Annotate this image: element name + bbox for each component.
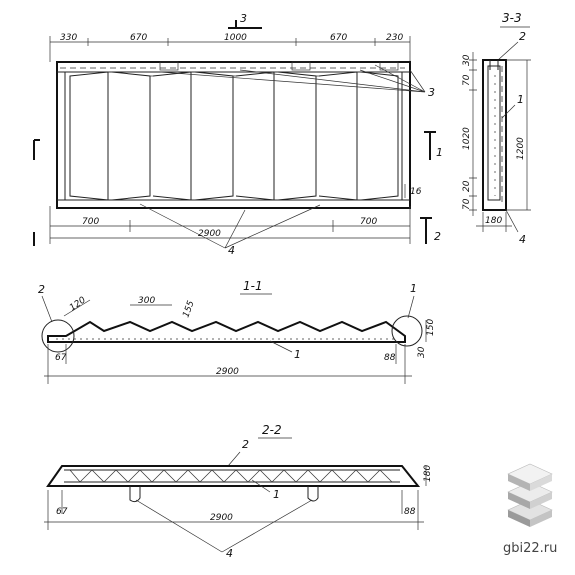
dim-bottom-700-left: 700 [82,217,99,227]
s33-dim-20: 20 [462,180,472,192]
dim-bottom-2900: 2900 [198,229,221,239]
section-3-3-title: 3-3 [502,11,522,25]
s22-dim-67: 67 [56,507,68,517]
s11-dim-88: 88 [384,353,396,363]
section-1-1: 1-1 2 1 1 120 300 155 150 30 67 88 2900 [38,279,436,384]
plan-outline [56,61,411,209]
s11-callout-2: 2 [38,283,45,296]
section-2-2: 2-2 2 1 4 180 67 88 2900 [44,423,433,560]
cube-stack-icon [507,463,553,527]
s22-dim-88: 88 [404,507,416,517]
dim-top-4: 670 [330,33,347,43]
stair-steps [69,71,399,201]
s11-dim-67: 67 [55,353,67,363]
dim-top-2: 670 [130,33,147,43]
s33-dim-30: 30 [462,54,472,66]
s33-dim-1020: 1020 [462,127,472,150]
section-2-2-title: 2-2 [262,423,282,437]
s33-callout-1: 1 [517,93,524,106]
s33-callout-2: 2 [519,30,526,43]
s33-outline [482,59,507,211]
s11-callout-1: 1 [294,348,301,361]
dim-right-16: 16 [410,187,422,197]
section-3-label: 3 [240,12,247,25]
s22-callout-4: 4 [226,547,233,560]
s22-callout-1: 1 [273,488,280,501]
s11-callout-1-right: 1 [410,282,417,295]
s11-dim-30: 30 [417,346,427,358]
s22-slab [46,465,421,487]
s22-dim-2900: 2900 [210,513,233,523]
dim-top-1: 330 [60,33,77,43]
s11-dim-150: 150 [426,319,436,336]
s11-slab [47,320,406,343]
s33-dim-1200: 1200 [516,137,526,160]
plan-callout-4: 4 [228,244,235,257]
plan-callout-3: 3 [428,86,435,99]
s11-dim-2900: 2900 [216,367,239,377]
section-3-3: 3-3 2 1 30 70 1020 20 70 1200 180 4 [462,11,531,246]
plan-view: 3 330 670 1000 670 230 3 4 16 [33,12,443,257]
s33-callout-4: 4 [519,233,526,246]
dim-top-3: 1000 [224,33,247,43]
s11-dim-300: 300 [138,296,155,306]
s33-dim-180: 180 [485,216,502,226]
s22-callout-2: 2 [242,438,249,451]
s33-dim-70-bottom: 70 [462,198,472,210]
dim-bottom-700-right: 700 [360,217,377,227]
s22-dim-180: 180 [423,465,433,482]
s11-detail-circle-left [41,319,75,353]
section-1-1-title: 1-1 [243,279,263,293]
s11-dim-120: 120 [68,295,88,313]
s33-dim-70-top: 70 [462,74,472,86]
watermark: gbi22.ru [503,463,557,556]
section-1-mark: 1 [436,146,443,159]
dim-top-5: 230 [386,33,403,43]
section-2-mark: 2 [434,230,441,243]
s11-dim-155: 155 [181,299,196,319]
watermark-text: gbi22.ru [503,541,557,556]
s11-detail-circle-right [391,315,423,347]
section-3-marker [228,20,262,29]
